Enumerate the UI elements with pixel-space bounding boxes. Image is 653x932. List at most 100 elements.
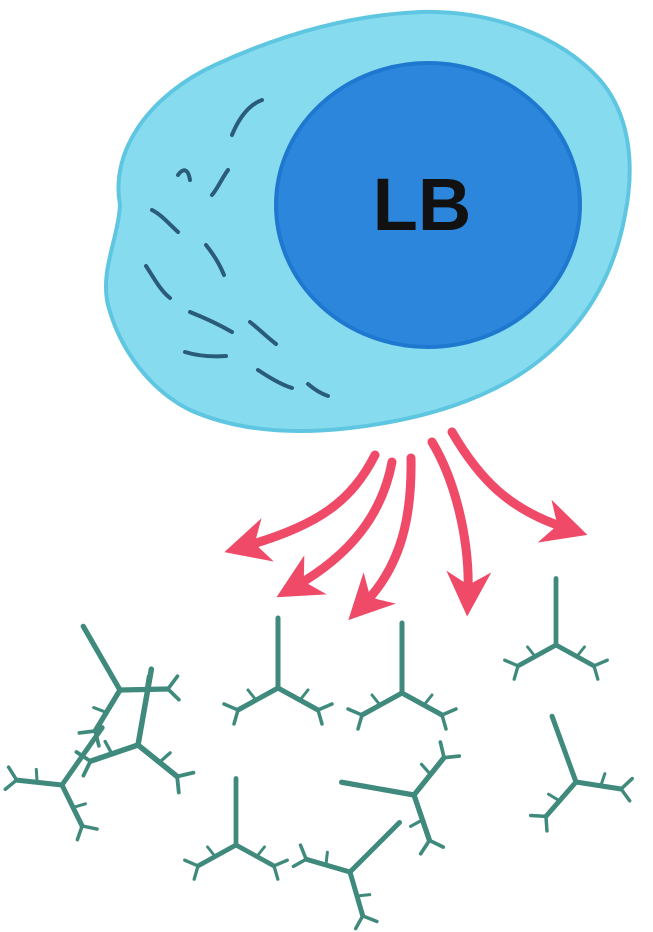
antibody-segment bbox=[599, 772, 607, 788]
antibody-segment bbox=[316, 702, 334, 712]
antibody-segment bbox=[303, 856, 353, 875]
granule bbox=[306, 382, 330, 398]
antibody-segment bbox=[272, 858, 289, 868]
antibody-segment bbox=[77, 729, 98, 735]
antibody-segment bbox=[34, 767, 39, 784]
antibody-segment bbox=[422, 693, 434, 707]
antibody-segment bbox=[427, 838, 446, 849]
antibody-segment bbox=[157, 751, 172, 764]
antibody-segment bbox=[75, 824, 84, 842]
antibody-segment bbox=[103, 739, 114, 756]
antibody-segment bbox=[528, 813, 548, 819]
antibody-segment bbox=[80, 623, 123, 693]
cytoplasm-granules bbox=[144, 98, 330, 398]
antibody-segment bbox=[298, 688, 310, 702]
antibody-segment bbox=[347, 869, 366, 919]
antibody-segment bbox=[195, 842, 239, 869]
antibody-segment bbox=[175, 774, 181, 795]
antibody-segment bbox=[356, 713, 364, 731]
antibody-segment bbox=[166, 674, 180, 691]
granule bbox=[256, 368, 294, 390]
granule bbox=[248, 320, 278, 346]
granule bbox=[150, 208, 180, 234]
antibody-segment bbox=[175, 770, 196, 779]
antibody-segment bbox=[515, 642, 559, 669]
antibodies bbox=[3, 576, 634, 931]
antibody-segment bbox=[360, 914, 379, 924]
antibody-segment bbox=[553, 642, 597, 669]
antibody-segment bbox=[80, 824, 99, 831]
antibody bbox=[77, 623, 181, 748]
antibody bbox=[74, 666, 196, 795]
antibody-segment bbox=[419, 762, 432, 777]
b-cell: LB bbox=[103, 9, 632, 433]
antibody-segment bbox=[575, 645, 586, 658]
antibody-segment bbox=[92, 705, 108, 715]
antibody-segment bbox=[232, 708, 240, 726]
antibody-segment bbox=[619, 776, 634, 791]
arrow bbox=[348, 453, 416, 621]
antibody-segment bbox=[166, 687, 181, 702]
antibody-segment bbox=[192, 864, 200, 881]
arrow bbox=[276, 457, 397, 598]
antibody-segment bbox=[440, 707, 458, 717]
antibody-segment bbox=[355, 893, 372, 898]
granule bbox=[188, 310, 234, 334]
antibody-segment bbox=[411, 792, 433, 843]
antibody-segment bbox=[135, 742, 180, 780]
antibody-segment bbox=[233, 842, 277, 869]
arrow bbox=[447, 427, 588, 543]
antibody-segment bbox=[92, 687, 123, 734]
antibody-segment bbox=[399, 690, 445, 718]
antibody-segment bbox=[526, 645, 537, 658]
antibody-segment bbox=[6, 765, 19, 782]
antibody-segment bbox=[272, 864, 280, 881]
antibody bbox=[222, 615, 334, 726]
antibody-segment bbox=[503, 658, 520, 668]
antibody-segment bbox=[440, 713, 448, 731]
granule bbox=[204, 243, 226, 277]
antibody-segment bbox=[619, 787, 632, 803]
nucleus-label: LB bbox=[373, 163, 472, 246]
antibody-segment bbox=[353, 914, 365, 931]
antibody-segment bbox=[346, 707, 364, 717]
secretion-arrows bbox=[224, 427, 588, 621]
antibody-segment bbox=[183, 858, 200, 868]
granule bbox=[230, 98, 264, 137]
antibody-segment bbox=[71, 802, 87, 809]
antibody-segment bbox=[206, 845, 217, 858]
antibody-segment bbox=[59, 725, 105, 788]
antibody-segment bbox=[549, 713, 579, 785]
antibody-segment bbox=[59, 782, 85, 829]
antibody-segment bbox=[592, 658, 609, 668]
antibody-segment bbox=[291, 857, 308, 869]
antibody-segment bbox=[418, 838, 432, 856]
antibody bbox=[528, 713, 634, 833]
antibody-segment bbox=[246, 688, 258, 702]
antibody-segment bbox=[135, 666, 155, 748]
antibody-segment bbox=[592, 664, 600, 681]
antibody-segment bbox=[298, 843, 308, 862]
antibody-segment bbox=[370, 693, 382, 707]
antibody-segment bbox=[3, 778, 19, 792]
granule bbox=[183, 350, 228, 359]
antibody-segment bbox=[347, 820, 402, 875]
antibody bbox=[346, 620, 458, 731]
antibody-segment bbox=[275, 685, 321, 713]
antibody-segment bbox=[338, 779, 417, 798]
arrow bbox=[224, 450, 380, 562]
antibody bbox=[291, 820, 402, 931]
antibody bbox=[3, 725, 105, 842]
antibody-segment bbox=[359, 690, 405, 718]
antibody-segment bbox=[316, 708, 324, 726]
antibody-segment bbox=[438, 740, 446, 760]
arrow bbox=[427, 437, 492, 617]
antibody-segment bbox=[543, 779, 579, 819]
granule bbox=[144, 264, 172, 300]
antibody bbox=[338, 740, 462, 856]
antibody-segment bbox=[411, 755, 447, 798]
antibody-segment bbox=[87, 742, 141, 764]
antibody-segment bbox=[512, 664, 520, 681]
antibody-segment bbox=[117, 686, 171, 693]
